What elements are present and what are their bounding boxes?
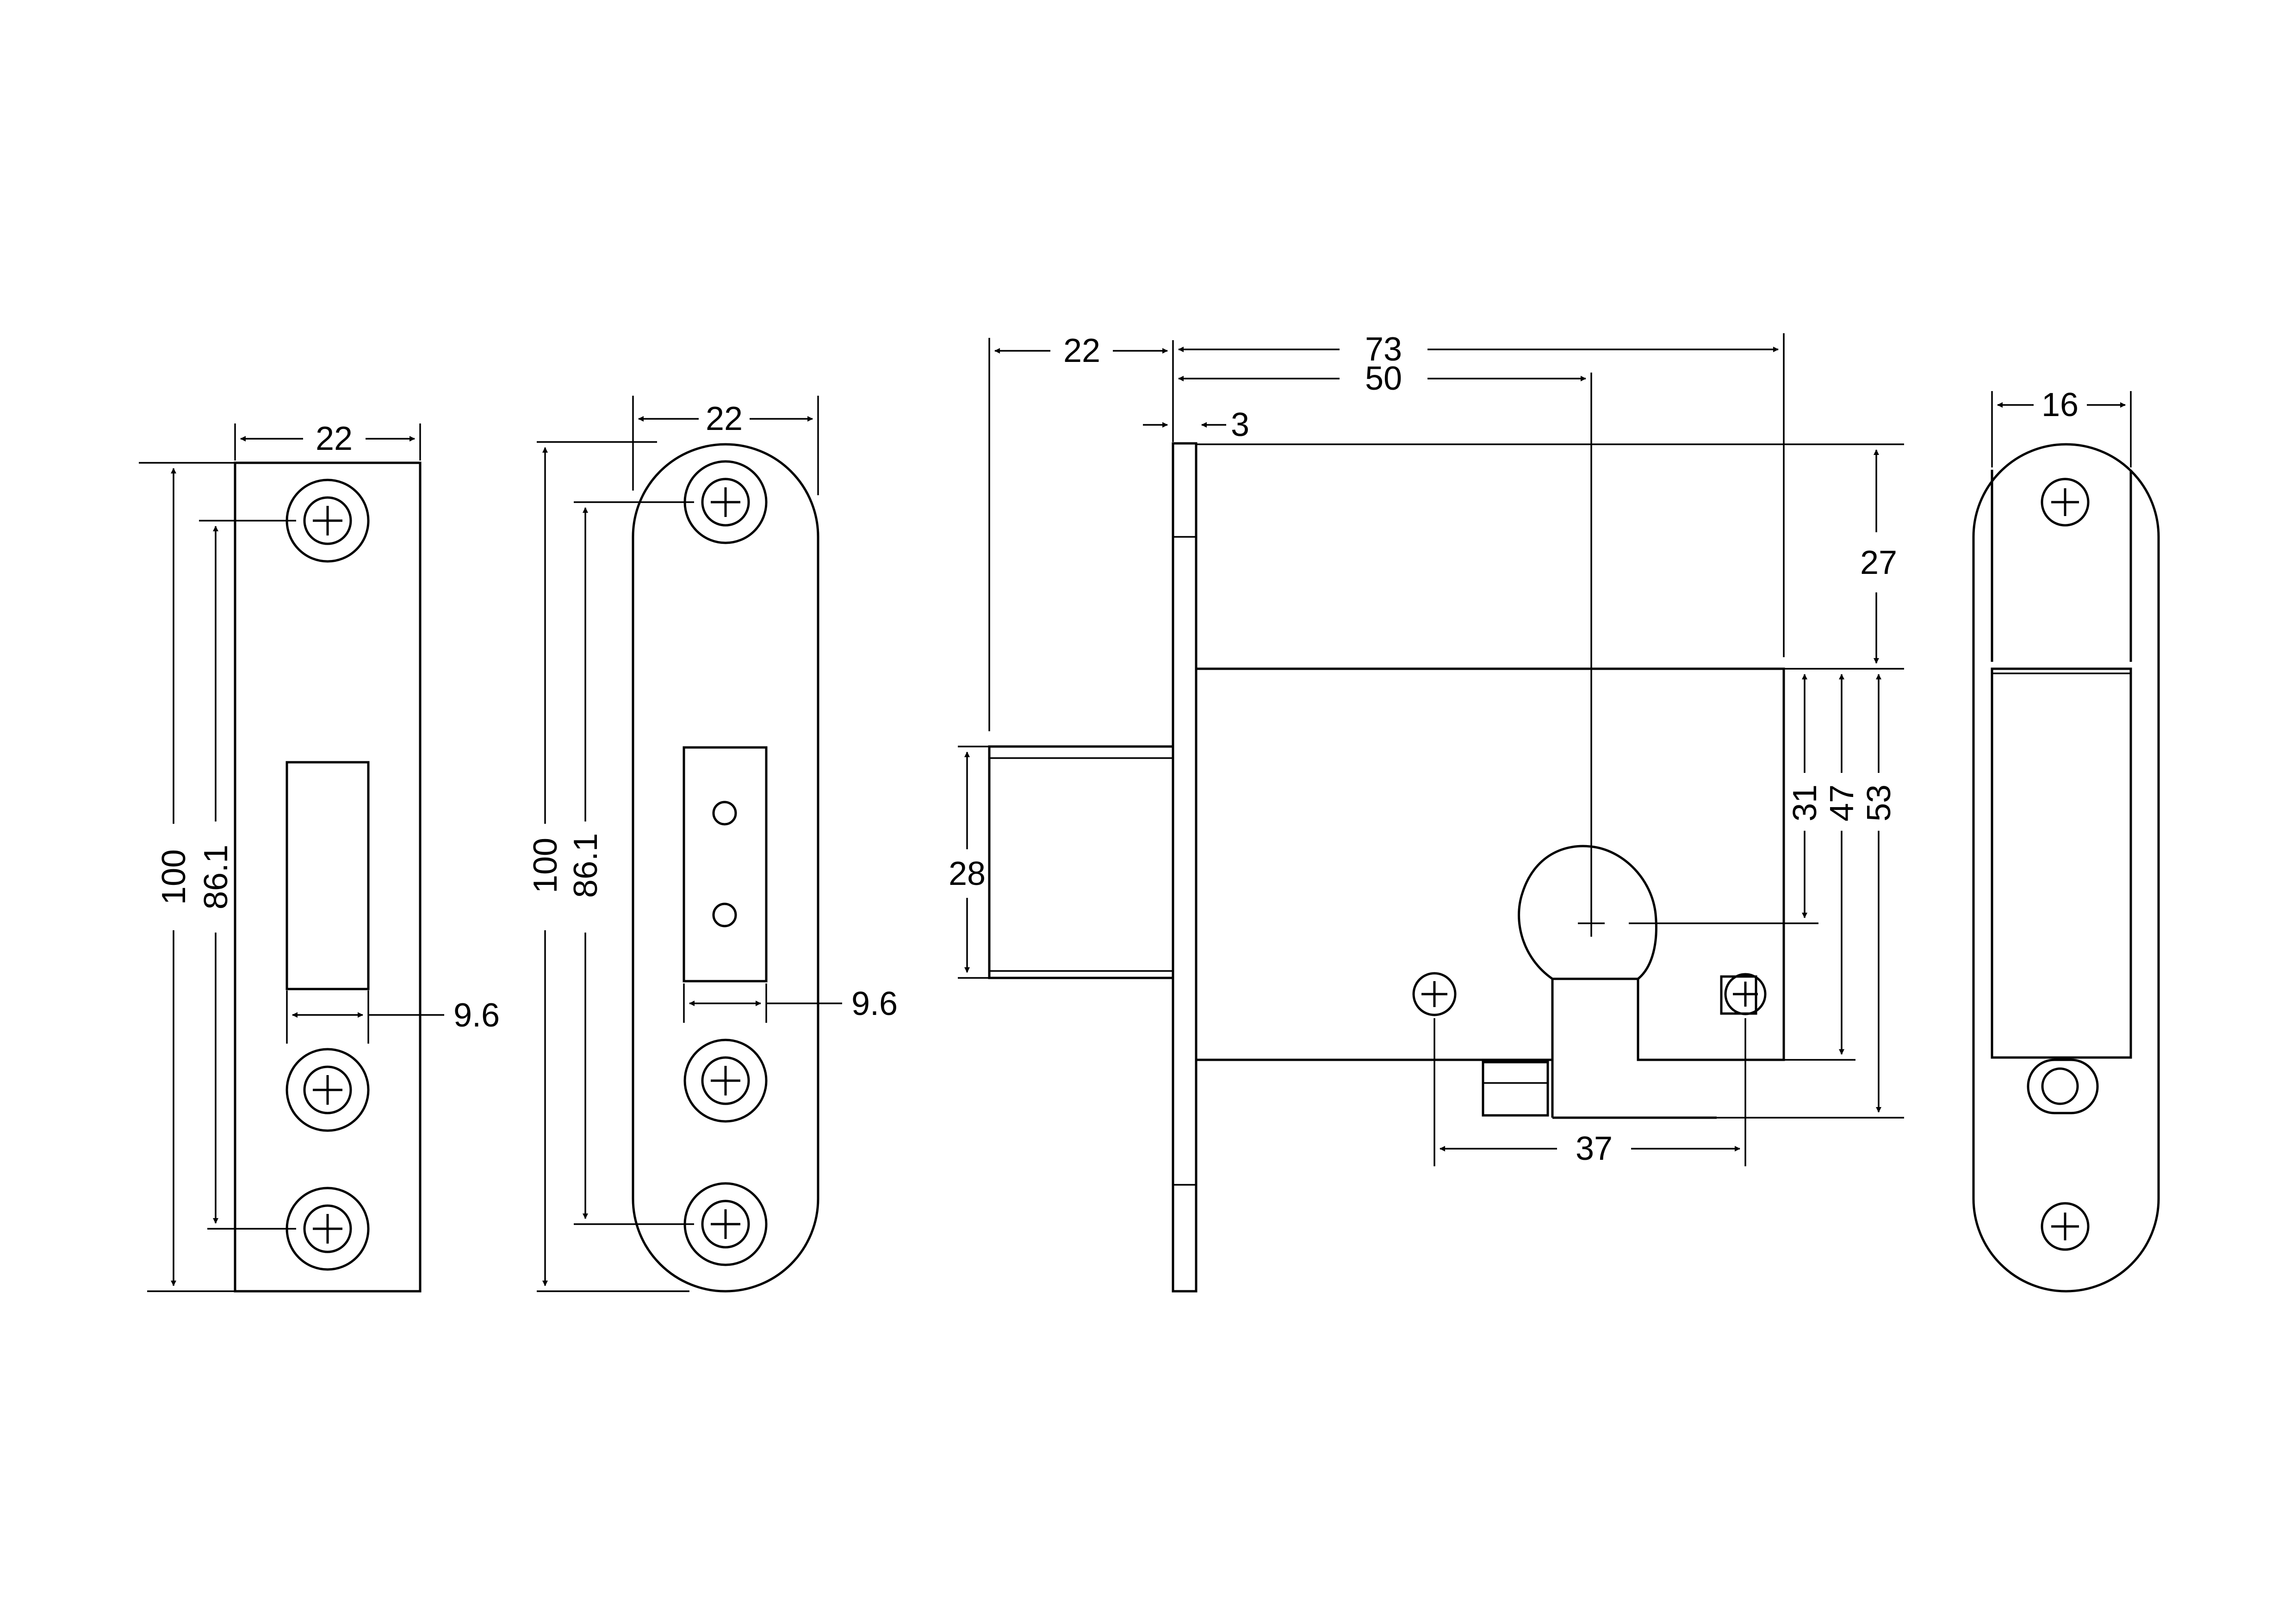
body-length-dimension-label: 73 xyxy=(1365,331,1402,368)
slot-pin-hole xyxy=(712,801,737,826)
faceplate xyxy=(1172,442,1198,1293)
strike-plate-square-view: 22 100 86.1 9.6 xyxy=(139,420,500,1293)
bolt-slot xyxy=(285,761,370,990)
bolt-opening xyxy=(1991,667,2132,1059)
faceplate-front-view: 16 xyxy=(1972,386,2160,1293)
screw-pitch-dimension-label: 86.1 xyxy=(198,845,235,909)
bolt-height-dimension-label: 28 xyxy=(949,855,986,892)
strike-plate-outline xyxy=(234,461,422,1293)
screw-hole-middle xyxy=(285,1048,370,1132)
lower-height-dimension-label: 47 xyxy=(1824,784,1861,821)
slot-width-dimension-label: 9.6 xyxy=(851,985,898,1022)
backset-dimension-label: 50 xyxy=(1365,360,1402,397)
screw-hole-top xyxy=(683,460,768,544)
screw-hole-bottom xyxy=(683,1182,768,1266)
lock-case xyxy=(1195,667,1785,1061)
rounded-strike-outline xyxy=(632,443,819,1293)
upper-height-dimension-label: 27 xyxy=(1860,544,1897,581)
latch-hole xyxy=(2027,1058,2099,1114)
height-dimension-label: 100 xyxy=(527,838,564,893)
screw-hole-top xyxy=(285,479,370,563)
height-dimension-label: 100 xyxy=(155,849,192,905)
screw-hole-top xyxy=(2041,478,2090,527)
screw-hole-bottom xyxy=(285,1187,370,1271)
fixing-hole-left xyxy=(1412,972,1457,1016)
cylinder-keyhole xyxy=(1518,845,1657,980)
cylinder-axis-dimension-label: 31 xyxy=(1787,784,1824,821)
faceplate-front-outline xyxy=(1972,443,2160,1293)
slot-width-dimension-label: 9.6 xyxy=(453,997,500,1034)
bolt-throw-dimension-label: 22 xyxy=(1063,332,1100,369)
width-dimension-label: 22 xyxy=(706,400,743,437)
lock-body-side-view: 22 73 50 3 27 31 47 53 28 xyxy=(949,331,1904,1293)
case-height-dimension-label: 53 xyxy=(1861,784,1898,821)
width-dimension-label: 16 xyxy=(2042,386,2079,423)
fixing-pitch-dimension-label: 37 xyxy=(1576,1130,1613,1167)
fixing-hole-right xyxy=(1720,973,1767,1015)
dead-bolt xyxy=(988,745,1174,979)
lower-tab xyxy=(1482,1061,1549,1117)
screw-hole-middle xyxy=(683,1039,768,1123)
strike-plate-rounded-view: 22 100 86.1 9.6 xyxy=(527,396,898,1293)
faceplate-thickness-dimension-label: 3 xyxy=(1231,406,1249,443)
screw-pitch-dimension-label: 86.1 xyxy=(567,833,604,898)
width-dimension-label: 22 xyxy=(316,420,353,457)
bolt-slot xyxy=(683,746,768,983)
screw-hole-bottom xyxy=(2041,1202,2090,1251)
slot-pin-hole xyxy=(712,902,737,927)
